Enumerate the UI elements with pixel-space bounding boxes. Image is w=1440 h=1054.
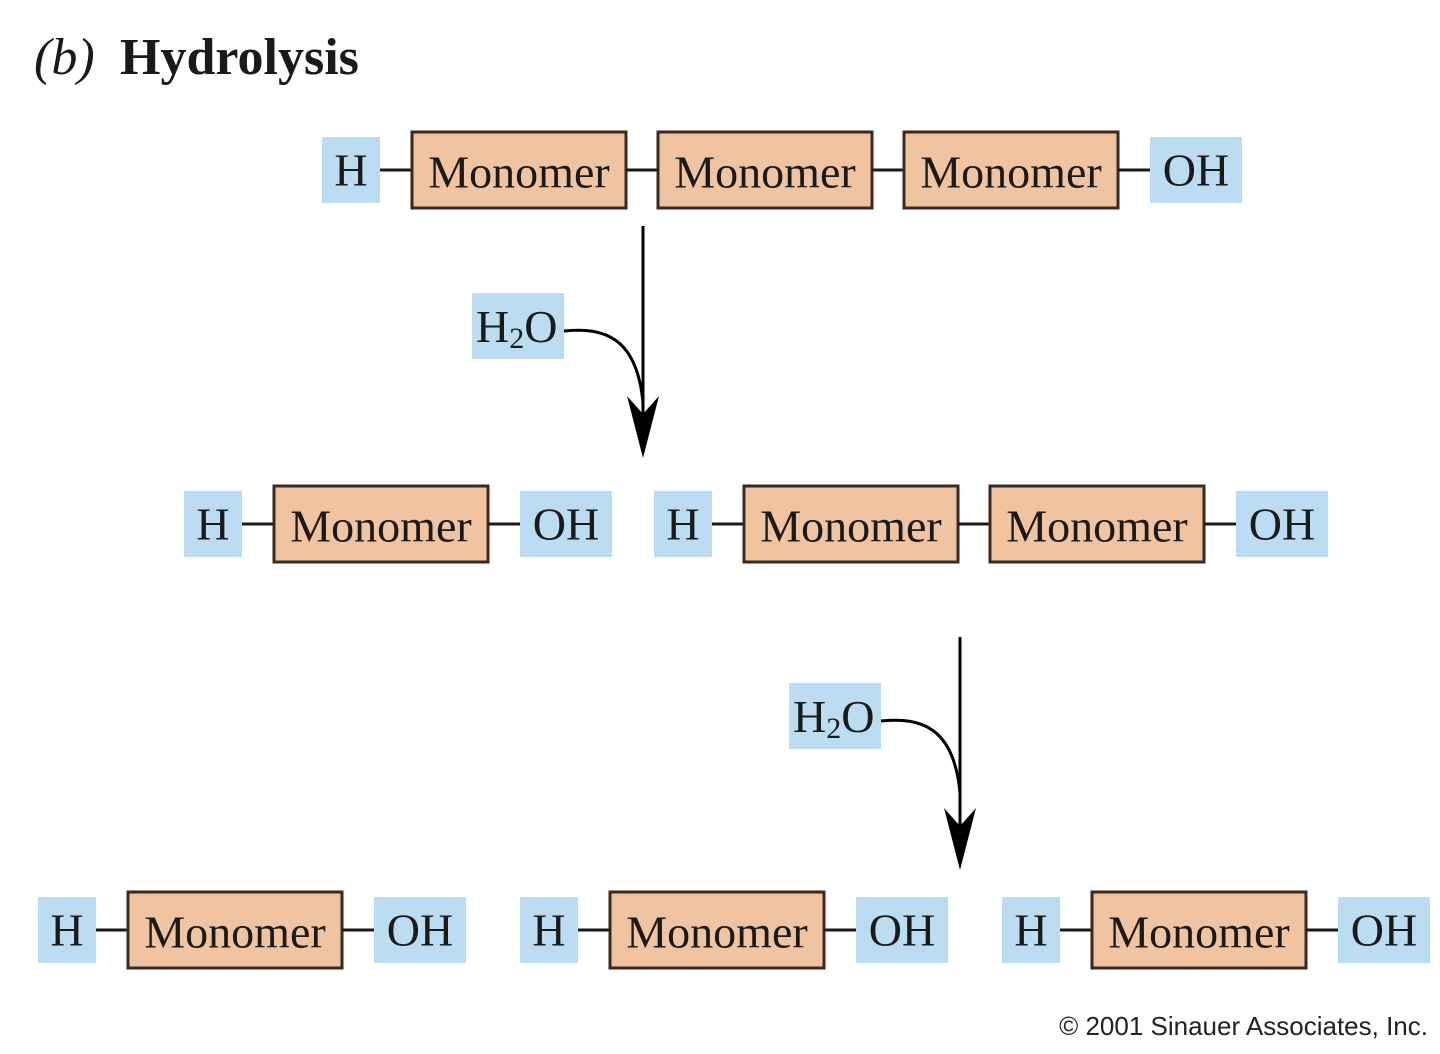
oh-group-box <box>520 491 612 557</box>
monomer-box <box>608 890 826 970</box>
water-box <box>789 683 881 749</box>
copyright-notice: © 2001 Sinauer Associates, Inc. <box>1059 1011 1428 1041</box>
monomer-box <box>656 130 874 210</box>
monomer-label: Monomer <box>1108 907 1289 958</box>
oh-label: OH <box>1249 499 1315 550</box>
water-label: H2O <box>793 691 874 745</box>
h-group-box <box>654 491 712 557</box>
h-group-box <box>38 897 96 963</box>
water-box <box>472 293 564 359</box>
water-entry-curve <box>880 718 962 794</box>
monomer-box <box>742 484 960 564</box>
monomer-label: Monomer <box>144 907 325 958</box>
monomer-box <box>988 484 1206 564</box>
monomer-box <box>126 890 344 970</box>
oh-label: OH <box>1351 905 1417 956</box>
h-label: H <box>196 499 229 550</box>
h-label: H <box>666 499 699 550</box>
oh-group-box <box>1338 897 1430 963</box>
monomer-label: Monomer <box>920 147 1101 198</box>
oh-group-box <box>856 897 948 963</box>
monomer-label: Monomer <box>290 501 471 552</box>
oh-group-box <box>374 897 466 963</box>
h-group-box <box>184 491 242 557</box>
oh-group-box <box>1236 491 1328 557</box>
oh-label: OH <box>869 905 935 956</box>
h-group-box <box>322 137 380 203</box>
h-label: H <box>50 905 83 956</box>
panel-letter: (b) <box>34 29 95 86</box>
monomer-box <box>902 130 1120 210</box>
monomer-label: Monomer <box>760 501 941 552</box>
h-group-box <box>520 897 578 963</box>
oh-label: OH <box>387 905 453 956</box>
water-label: H2O <box>476 301 557 355</box>
h-group-box <box>1002 897 1060 963</box>
monomer-label: Monomer <box>428 147 609 198</box>
oh-label: OH <box>1163 145 1229 196</box>
h-label: H <box>532 905 565 956</box>
oh-label: OH <box>533 499 599 550</box>
monomer-label: Monomer <box>1006 501 1187 552</box>
monomer-box <box>1090 890 1308 970</box>
arrowhead <box>627 396 659 458</box>
h-label: H <box>1014 905 1047 956</box>
h-label: H <box>334 145 367 196</box>
diagram-title: Hydrolysis <box>120 29 359 86</box>
arrowhead <box>944 808 976 870</box>
monomer-label: Monomer <box>626 907 807 958</box>
water-entry-curve <box>563 328 645 404</box>
monomer-label: Monomer <box>674 147 855 198</box>
oh-group-box <box>1150 137 1242 203</box>
